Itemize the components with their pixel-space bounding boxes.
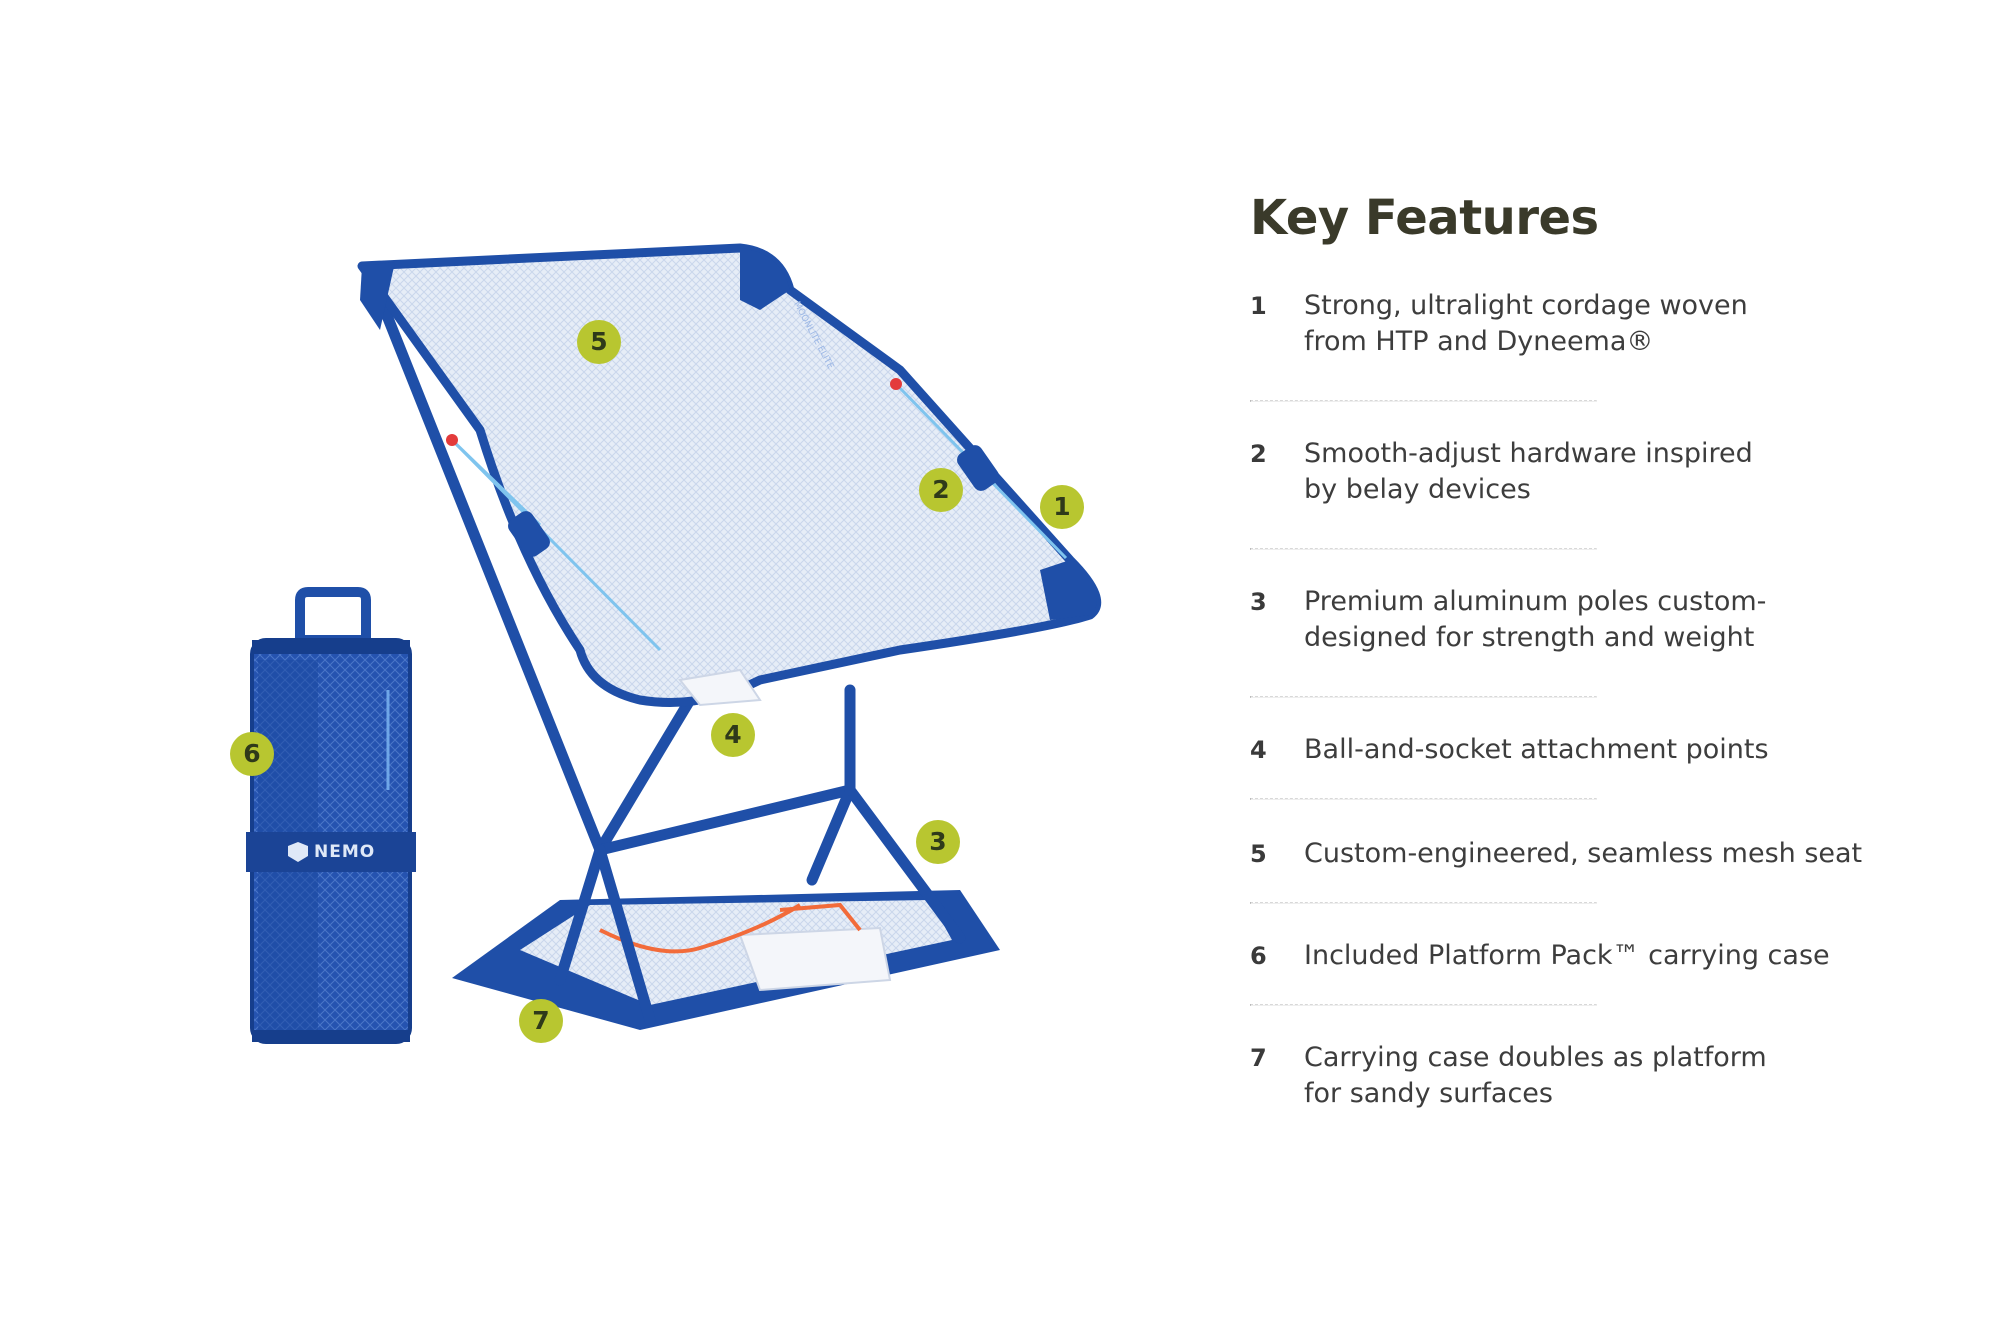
feature-item-1: 1 Strong, ultralight cordage woven from … bbox=[1250, 288, 1890, 364]
feature-text: Custom-engineered, seamless mesh seat bbox=[1304, 838, 1863, 869]
feature-divider bbox=[1250, 798, 1890, 800]
feature-number: 6 bbox=[1250, 942, 1267, 970]
callout-2: 2 bbox=[919, 468, 963, 512]
pack-brand-label: NEMO bbox=[314, 842, 376, 862]
feature-text: Smooth-adjust hardware inspired by belay… bbox=[1304, 438, 1753, 505]
feature-number: 7 bbox=[1250, 1044, 1267, 1072]
feature-item-7: 7 Carrying case doubles as platform for … bbox=[1250, 1040, 1890, 1116]
feature-text: Included Platform Pack™ carrying case bbox=[1304, 940, 1830, 971]
feature-list: 1 Strong, ultralight cordage woven from … bbox=[1250, 288, 1890, 1116]
adjust-hardware bbox=[446, 378, 999, 557]
feature-number: 4 bbox=[1250, 736, 1267, 764]
nemo-logo-icon bbox=[288, 842, 308, 862]
feature-item-5: 5 Custom-engineered, seamless mesh seat bbox=[1250, 836, 1890, 876]
feature-text: Carrying case doubles as platform for sa… bbox=[1304, 1042, 1767, 1109]
feature-item-4: 4 Ball-and-socket attachment points bbox=[1250, 732, 1890, 772]
mesh-seat bbox=[357, 243, 1102, 707]
callout-1: 1 bbox=[1040, 485, 1084, 529]
callout-6: 6 bbox=[230, 732, 274, 776]
product-illustration: 1 2 3 4 5 6 7 NEMO MOONLITE ELITE bbox=[230, 243, 1102, 1044]
feature-text: Strong, ultralight cordage woven from HT… bbox=[1304, 290, 1748, 357]
feature-item-6: 6 Included Platform Pack™ carrying case bbox=[1250, 938, 1890, 978]
feature-divider bbox=[1250, 696, 1890, 698]
feature-number: 3 bbox=[1250, 588, 1267, 616]
feature-divider bbox=[1250, 400, 1890, 402]
key-features-panel: Key Features 1 Strong, ultralight cordag… bbox=[1250, 190, 1890, 1116]
callout-3: 3 bbox=[916, 820, 960, 864]
feature-number: 5 bbox=[1250, 840, 1267, 868]
feature-item-3: 3 Premium aluminum poles custom- designe… bbox=[1250, 584, 1890, 660]
feature-number: 1 bbox=[1250, 292, 1267, 320]
callout-5: 5 bbox=[577, 320, 621, 364]
feature-text: Ball-and-socket attachment points bbox=[1304, 734, 1769, 765]
carrying-pack bbox=[246, 587, 416, 1044]
feature-divider bbox=[1250, 1004, 1890, 1006]
feature-divider bbox=[1250, 902, 1890, 904]
callout-4: 4 bbox=[711, 713, 755, 757]
feature-number: 2 bbox=[1250, 440, 1267, 468]
feature-item-2: 2 Smooth-adjust hardware inspired by bel… bbox=[1250, 436, 1890, 512]
callout-7: 7 bbox=[519, 999, 563, 1043]
feature-divider bbox=[1250, 548, 1890, 550]
key-features-heading: Key Features bbox=[1250, 190, 1599, 246]
chair-drawing bbox=[246, 243, 1102, 1044]
feature-text: Premium aluminum poles custom- designed … bbox=[1304, 586, 1767, 653]
